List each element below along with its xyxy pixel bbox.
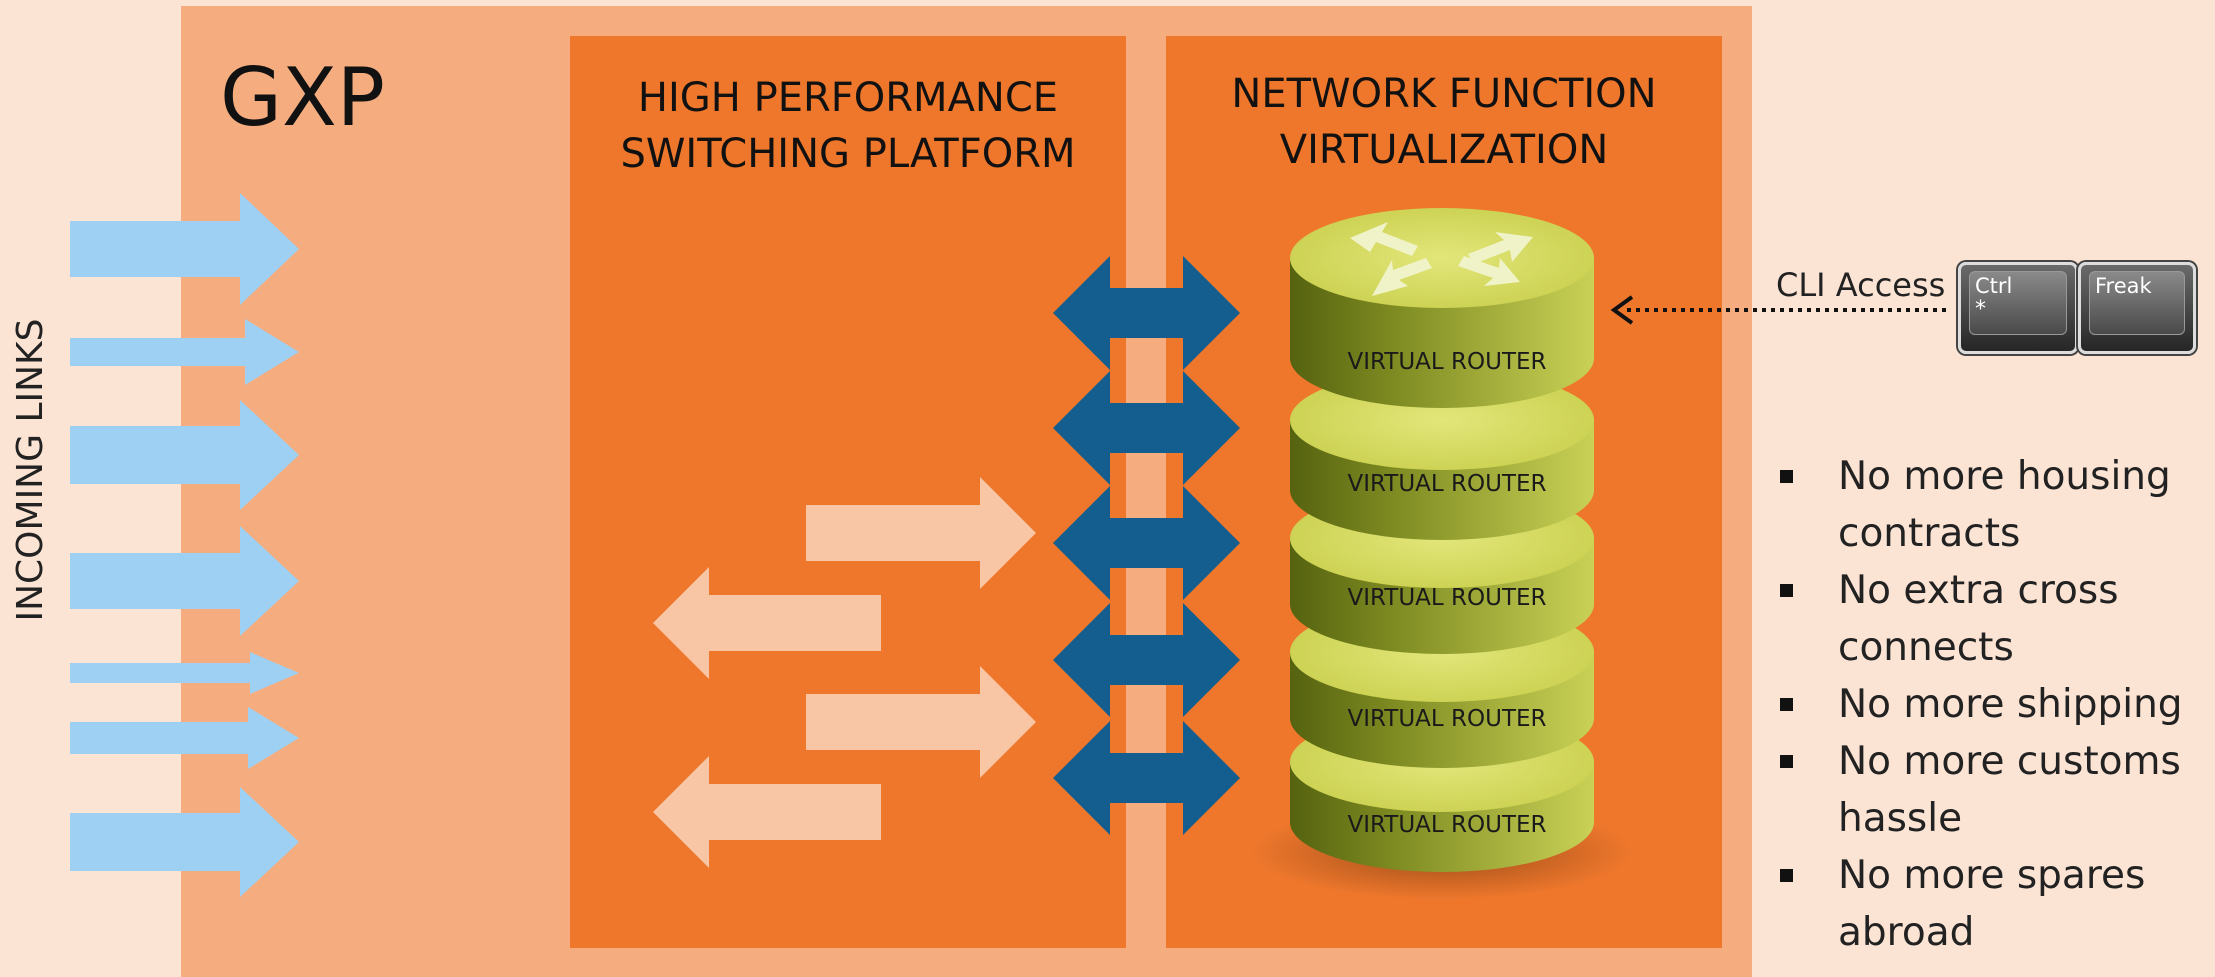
cli-access-arrow — [1610, 295, 1946, 325]
benefit-item: No more shipping — [1776, 676, 2215, 733]
bullet-icon — [1780, 470, 1793, 483]
benefit-line: No more shipping — [1838, 682, 2183, 727]
freak-key-cap — [2089, 271, 2185, 335]
ctrl-key-label: Ctrl — [1975, 274, 2013, 298]
incoming-arrow-1 — [70, 193, 299, 305]
bullet-icon — [1780, 755, 1793, 768]
virtual-router-3-label: VIRTUAL ROUTER — [1347, 585, 1546, 611]
freak-key-label: Freak — [2095, 274, 2152, 298]
cli-access-label: CLI Access — [1776, 266, 1946, 304]
switch-arrow-left-2 — [653, 756, 881, 868]
benefit-line: connects — [1838, 625, 2014, 670]
bullet-icon — [1780, 584, 1793, 597]
nfv-title: NETWORK FUNCTION VIRTUALIZATION — [1166, 66, 1722, 178]
incoming-arrow-3 — [70, 400, 299, 510]
ctrl-key-sublabel: * — [1975, 297, 1986, 322]
switch-arrow-right-1 — [806, 477, 1036, 589]
benefit-line: No extra cross — [1838, 568, 2119, 613]
benefits-list: No more housing contracts No extra cross… — [1776, 448, 2215, 961]
connector-arrow-1 — [1053, 256, 1240, 370]
incoming-arrow-2 — [70, 319, 299, 385]
switching-platform-title-line-1: HIGH PERFORMANCE — [637, 75, 1059, 121]
switch-arrow-right-2 — [806, 666, 1036, 778]
switching-platform-title: HIGH PERFORMANCE SWITCHING PLATFORM — [570, 70, 1126, 182]
nfv-title-line-1: NETWORK FUNCTION — [1231, 71, 1657, 117]
benefit-line: No more spares — [1838, 853, 2146, 898]
incoming-link-arrows — [70, 193, 299, 897]
virtual-router-5-label: VIRTUAL ROUTER — [1347, 812, 1546, 838]
bullet-icon — [1780, 698, 1793, 711]
ctrl-key: Ctrl * — [1958, 262, 2078, 354]
freak-key: Freak — [2078, 262, 2196, 354]
virtual-router-1 — [1290, 208, 1594, 408]
panel-connectors — [1053, 256, 1240, 835]
switch-arrow-left-1 — [653, 567, 881, 679]
benefit-item: No more spares abroad — [1776, 847, 2215, 961]
router-arrows-icon — [1350, 222, 1533, 296]
incoming-arrow-6 — [70, 707, 299, 769]
connector-arrow-4 — [1053, 603, 1240, 717]
virtual-router-4-label: VIRTUAL ROUTER — [1347, 706, 1546, 732]
connector-arrow-2 — [1053, 371, 1240, 485]
virtual-router-1-label: VIRTUAL ROUTER — [1347, 349, 1546, 375]
benefit-line: No more housing — [1838, 454, 2171, 499]
virtual-router-2-label: VIRTUAL ROUTER — [1347, 471, 1546, 497]
incoming-arrow-7 — [70, 787, 299, 897]
connector-arrow-5 — [1053, 721, 1240, 835]
benefit-item: No more customs hassle — [1776, 733, 2215, 847]
benefit-item: No extra cross connects — [1776, 562, 2215, 676]
nfv-title-line-2: VIRTUALIZATION — [1279, 127, 1609, 173]
benefit-line: abroad — [1838, 910, 1975, 955]
incoming-arrow-5 — [70, 652, 299, 694]
benefit-line: contracts — [1838, 511, 2021, 556]
gxp-title: GXP — [220, 51, 386, 144]
connector-arrow-3 — [1053, 486, 1240, 600]
benefit-line: hassle — [1838, 796, 1963, 841]
benefit-line: No more customs — [1838, 739, 2181, 784]
bullet-icon — [1780, 869, 1793, 882]
ctrl-key-cap — [1969, 271, 2067, 335]
switching-arrows — [653, 477, 1036, 868]
incoming-arrow-4 — [70, 526, 299, 636]
switching-platform-title-line-2: SWITCHING PLATFORM — [620, 131, 1076, 177]
benefit-item: No more housing contracts — [1776, 448, 2215, 562]
